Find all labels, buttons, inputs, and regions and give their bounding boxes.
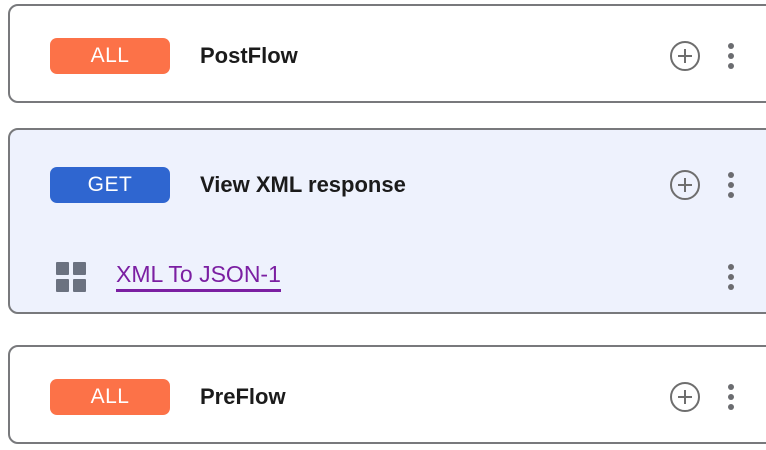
add-step-button[interactable] — [670, 40, 700, 71]
flow-title: PostFlow — [200, 42, 298, 68]
plus-circle-icon — [670, 170, 700, 200]
policy-link-xml-to-json[interactable]: XML To JSON-1 — [116, 262, 281, 293]
plus-circle-icon — [670, 381, 700, 412]
flow-header-row[interactable]: ALL PreFlow — [10, 347, 762, 446]
method-badge-get: GET — [50, 167, 170, 203]
flow-row-actions — [670, 170, 762, 200]
add-step-button[interactable] — [670, 381, 700, 412]
flow-card-view-xml-response[interactable]: GET View XML response XML To JSON-1 — [8, 128, 766, 314]
policy-row-actions — [720, 262, 762, 292]
more-options-button[interactable] — [720, 170, 742, 200]
grid-icon — [56, 262, 86, 292]
flow-row-actions — [670, 40, 762, 71]
plus-circle-icon — [670, 40, 700, 71]
flow-title: View XML response — [200, 172, 406, 197]
flow-card-preflow[interactable]: ALL PreFlow — [8, 345, 766, 444]
more-options-button[interactable] — [720, 41, 742, 71]
more-options-button[interactable] — [720, 382, 742, 412]
flow-header-row[interactable]: ALL PostFlow — [10, 6, 762, 105]
method-badge-all: ALL — [50, 378, 170, 415]
kebab-menu-icon — [720, 170, 742, 200]
add-step-button[interactable] — [670, 170, 700, 200]
policy-row[interactable]: XML To JSON-1 — [10, 240, 762, 314]
flow-card-postflow[interactable]: ALL PostFlow — [8, 4, 766, 103]
flow-header-row[interactable]: GET View XML response — [10, 130, 762, 240]
method-badge-all: ALL — [50, 37, 170, 74]
kebab-menu-icon — [720, 262, 742, 292]
flow-row-actions — [670, 381, 762, 412]
more-options-button[interactable] — [720, 262, 742, 292]
flow-title: PreFlow — [200, 383, 286, 409]
kebab-menu-icon — [720, 382, 742, 412]
kebab-menu-icon — [720, 41, 742, 71]
